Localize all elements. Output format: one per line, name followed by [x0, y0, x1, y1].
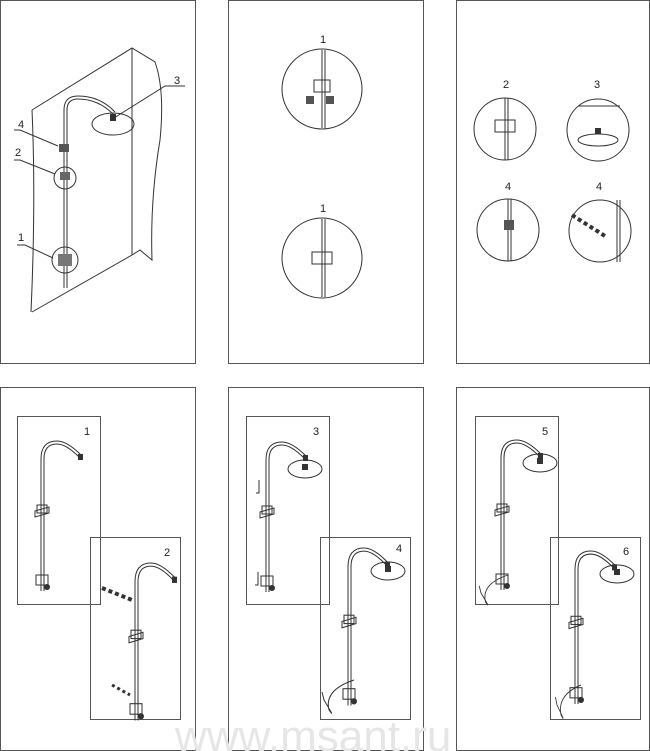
step-frame-4 [320, 537, 411, 720]
step-label-4: 4 [396, 543, 402, 555]
callout-3: 3 [174, 75, 180, 87]
parts-detail-panel: 2 3 4 4 [456, 0, 650, 364]
steps-panel-3-4: 3 4 [228, 387, 424, 751]
step-label-6: 6 [623, 546, 629, 558]
callout-4: 4 [18, 119, 24, 131]
step-label-5: 5 [542, 426, 548, 438]
detail-label-1b: 1 [320, 203, 326, 215]
detail-label-4b: 4 [596, 181, 602, 193]
steps-panel-1-2: 1 2 [0, 387, 196, 751]
detail-label-4a: 4 [505, 181, 511, 193]
step-frame-3 [246, 416, 330, 605]
detail-label-2: 2 [503, 79, 509, 91]
callout-2: 2 [15, 147, 21, 159]
detail-label-3: 3 [594, 79, 600, 91]
overview-panel: 1 2 3 4 [0, 0, 196, 364]
valve-detail-panel: 1 1 [228, 0, 424, 364]
steps-panel-5-6: 5 6 [456, 387, 650, 751]
step-frame-5 [475, 416, 559, 605]
step-frame-6 [550, 537, 641, 720]
step-label-2: 2 [164, 547, 170, 559]
step-label-3: 3 [313, 426, 319, 438]
callout-1: 1 [18, 232, 24, 244]
detail-label-1a: 1 [320, 34, 326, 46]
watermark: www.msant.ru [174, 712, 451, 751]
step-label-1: 1 [84, 426, 90, 438]
step-frame-1 [17, 416, 101, 605]
